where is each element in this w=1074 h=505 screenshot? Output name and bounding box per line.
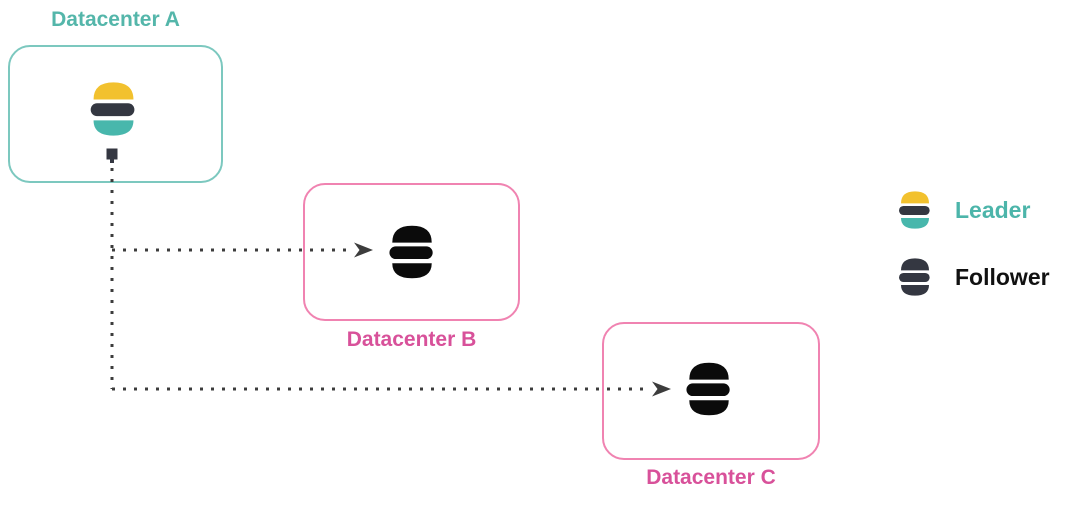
elasticsearch-logo-color-icon <box>90 82 135 136</box>
datacenter-b-label: Datacenter B <box>346 328 477 351</box>
datacenter-c-box <box>602 322 820 460</box>
datacenter-a-box <box>8 45 223 183</box>
legend-item-leader: Leader <box>895 186 1030 234</box>
elasticsearch-logo-dark-icon <box>899 258 930 296</box>
legend-item-follower: Follower <box>895 253 1050 301</box>
legend-label-leader: Leader <box>955 196 1031 223</box>
datacenter-c-label: Datacenter C <box>646 466 776 489</box>
datacenter-b-box <box>303 183 520 321</box>
elasticsearch-logo-black-icon <box>686 362 730 416</box>
legend-label-follower: Follower <box>955 263 1050 290</box>
datacenter-a-label: Datacenter A <box>51 8 180 31</box>
elasticsearch-logo-black-icon <box>389 225 433 279</box>
elasticsearch-logo-color-icon <box>899 191 930 229</box>
